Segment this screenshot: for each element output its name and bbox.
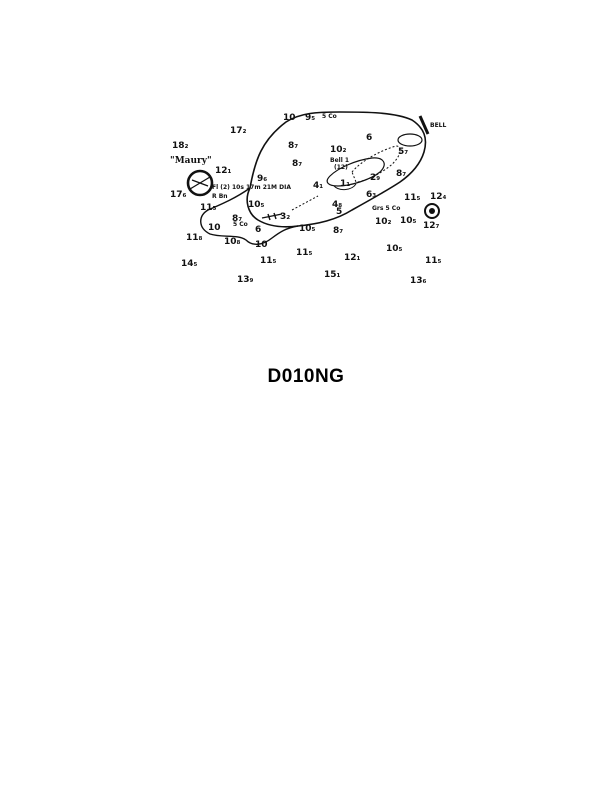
shoal-dotted-line: [291, 195, 319, 211]
depth-sounding: 17₆: [170, 190, 187, 200]
depth-sounding: 11₅: [260, 256, 277, 266]
depth-sounding: 6: [366, 133, 372, 143]
depth-sounding: 10₅: [299, 224, 316, 234]
bottom-type-label-right: Grs 5 Co: [372, 205, 400, 212]
depth-sounding: 12₇: [423, 221, 440, 231]
depth-contour-west: [200, 187, 299, 245]
contour-arc: [333, 183, 357, 191]
depth-contour-outer: [246, 111, 427, 228]
depth-sounding: 17₂: [230, 126, 247, 136]
depth-sounding: 3₂: [280, 212, 290, 222]
depth-sounding: 4₈: [332, 200, 342, 210]
depth-sounding: 1₁: [340, 179, 350, 189]
depth-sounding: 12₄: [430, 192, 447, 202]
soundings-layer: 17₂18₂12₁17₆11₅11₈14₅13₉1010₈8₇1011₅610₅…: [170, 113, 447, 286]
depth-sounding: 5₇: [398, 147, 408, 157]
depth-sounding: 10₂: [330, 145, 347, 155]
depth-sounding: 11₅: [296, 248, 313, 258]
depth-sounding: 10₂: [375, 217, 392, 227]
depth-sounding: 11₈: [186, 233, 203, 243]
depth-sounding: 13₉: [237, 275, 254, 285]
depth-sounding: 11₅: [404, 193, 421, 203]
buoy-depth-label: (12): [334, 164, 348, 171]
depth-sounding: 5: [336, 207, 342, 217]
depth-sounding: 6₃: [366, 190, 376, 200]
depth-sounding: 10₅: [386, 244, 403, 254]
wreck-name-label: "Maury": [170, 156, 212, 166]
rock-island: [397, 133, 423, 147]
depth-sounding: 2₉: [370, 173, 380, 183]
depth-sounding: 8₇: [292, 159, 302, 169]
depth-sounding: 11₅: [425, 256, 442, 266]
depth-sounding: 11₅: [200, 203, 217, 213]
depth-contour-inner: [326, 157, 385, 187]
wreck-symbol: [261, 212, 283, 221]
depth-sounding: 10₈: [224, 237, 241, 247]
bell-label: BELL: [430, 122, 446, 129]
depth-sounding: 10: [283, 113, 296, 123]
depth-sounding: 4₁: [313, 181, 323, 191]
depth-sounding: 10: [255, 240, 268, 250]
depth-sounding: 18₂: [172, 141, 189, 151]
depth-sounding: 15₁: [324, 270, 341, 280]
light-flare: [189, 176, 211, 190]
bottom-type-label-top: 5 Co: [322, 113, 337, 120]
light-circle: [186, 169, 214, 197]
light-extra-label: R Bn: [212, 193, 228, 200]
light-characteristic-label: Fl (2) 10s 17m 21M DIA: [212, 184, 291, 191]
depth-sounding: 10₅: [400, 216, 417, 226]
depth-sounding: 10₅: [248, 200, 265, 210]
bottom-type-label-left: 5 Co: [233, 221, 248, 228]
buoy-label: Bell 1: [330, 157, 349, 164]
chart-code-caption: D010NG: [267, 366, 345, 387]
depth-sounding: 8₇: [333, 226, 343, 236]
whirlpool-icon: [424, 203, 440, 219]
depth-sounding: 12₁: [215, 166, 232, 176]
depth-sounding: 13₆: [410, 276, 427, 286]
chart-svg: 17₂18₂12₁17₆11₅11₈14₅13₉1010₈8₇1011₅610₅…: [170, 111, 447, 286]
bell-buoy-icon: [418, 115, 430, 135]
depth-sounding: 14₅: [181, 259, 198, 269]
depth-sounding: 6: [255, 225, 261, 235]
depth-sounding: 9₆: [257, 174, 267, 184]
depth-sounding: 12₁: [344, 253, 361, 263]
whirlpool-inner: [429, 208, 435, 214]
depth-sounding: 8₇: [232, 214, 242, 224]
depth-sounding: 10: [208, 223, 221, 233]
depth-sounding: 8₇: [288, 141, 298, 151]
depth-sounding: 9₅: [305, 113, 315, 123]
depth-sounding: 8₇: [396, 169, 406, 179]
